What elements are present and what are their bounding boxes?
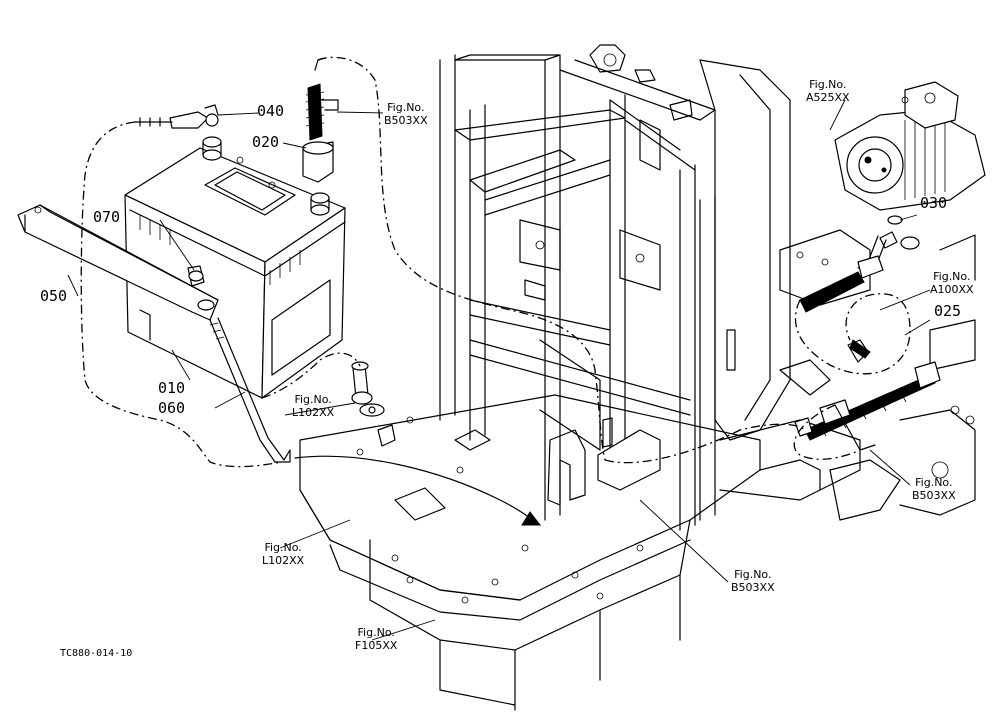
fig-ref-number: L102XX <box>262 554 305 567</box>
cable-clamp <box>847 339 871 363</box>
part-label-025: 025 <box>934 302 962 320</box>
fig-ref-number: B503XX <box>731 581 775 594</box>
battery-rod <box>209 317 291 463</box>
fig-ref-b503-right: Fig.No. B503XX <box>912 476 956 502</box>
fig-ref-title: Fig.No. <box>809 78 847 91</box>
leader-lines <box>67 99 931 641</box>
fig-ref-number: L102XX <box>292 406 335 419</box>
part-label-070: 070 <box>93 208 121 226</box>
part-label-010: 010 <box>158 379 186 397</box>
part-label-030: 030 <box>920 194 948 212</box>
fig-ref-number: A100XX <box>930 283 974 296</box>
fig-ref-number: A525XX <box>806 91 850 104</box>
battery-positive-cable <box>794 361 941 451</box>
fig-ref-l102-bottom: Fig.No. L102XX <box>262 541 304 567</box>
starter-cable <box>799 215 920 313</box>
fig-ref-title: Fig.No. <box>357 626 395 639</box>
chassis-frame <box>299 44 976 711</box>
ground-terminal <box>351 361 385 417</box>
part-label-050: 050 <box>40 287 68 305</box>
fig-ref-title: Fig.No. <box>264 541 302 554</box>
fig-ref-title: Fig.No. <box>387 101 425 114</box>
part-label-020: 020 <box>252 133 280 151</box>
fig-ref-number: F105XX <box>355 639 398 652</box>
fig-ref-b503-top: Fig.No. B503XX <box>384 101 428 127</box>
part-label-060: 060 <box>158 399 186 417</box>
terminal-cover <box>302 57 339 183</box>
battery-cable-negative <box>134 104 219 129</box>
drawing-code: TC880-014-10 <box>60 648 133 659</box>
fig-ref-a100: Fig.No. A100XX <box>930 270 974 296</box>
fig-ref-f105: Fig.No. F105XX <box>355 626 397 652</box>
part-label-040: 040 <box>257 102 285 120</box>
fig-ref-a525: Fig.No. A525XX <box>806 78 850 104</box>
fig-ref-l102-top: Fig.No. L102XX <box>292 393 334 419</box>
starter-motor <box>834 81 986 211</box>
wing-nut <box>187 265 205 287</box>
fig-ref-title: Fig.No. <box>734 568 772 581</box>
assembly-arrow <box>294 455 542 526</box>
cable-routing <box>80 56 911 468</box>
fig-ref-number: B503XX <box>384 114 428 127</box>
fig-ref-title: Fig.No. <box>294 393 332 406</box>
fig-ref-number: B503XX <box>912 489 956 502</box>
fig-ref-title: Fig.No. <box>933 270 971 283</box>
fig-ref-b503-bottom: Fig.No. B503XX <box>731 568 775 594</box>
fig-ref-title: Fig.No. <box>915 476 953 489</box>
